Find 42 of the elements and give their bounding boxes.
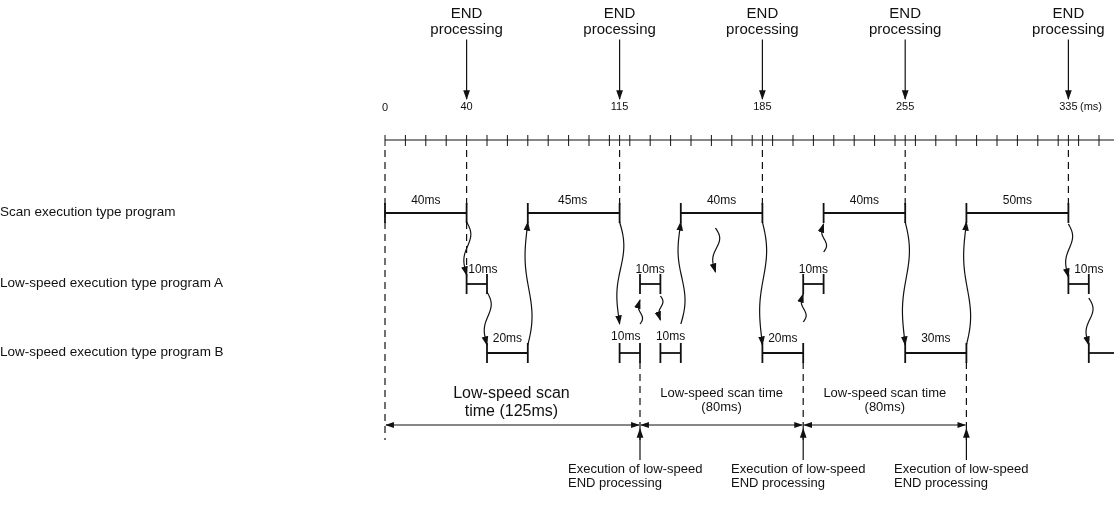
arrow [1065, 38, 1072, 100]
tick-label: 255 [890, 101, 921, 113]
row-label: Low-speed execution type program B [0, 345, 224, 360]
arrow [616, 38, 623, 100]
row-label: Low-speed execution type program A [0, 276, 223, 291]
end-processing-label: END processing [712, 5, 813, 37]
row-label: Scan execution type program [0, 205, 176, 220]
duration-label: 10ms [611, 330, 641, 344]
arrow [463, 38, 470, 100]
duration-label: 30ms [921, 332, 951, 346]
arrow [799, 428, 807, 461]
scan-time-label: Low-speed scan time (125ms) [452, 384, 571, 420]
tick-label: 40 [451, 101, 482, 113]
scan-time-label: Low-speed scan time (80ms) [822, 386, 948, 415]
tick-label: 0 [381, 101, 389, 114]
unit-label: (ms) [1080, 100, 1102, 113]
duration-label: 10ms [468, 263, 498, 277]
duration-label: 10ms [635, 263, 665, 277]
duration-label: 40ms [849, 194, 880, 208]
arrow [759, 38, 766, 100]
duration-label: 45ms [558, 194, 588, 208]
arrow [636, 428, 644, 461]
end-processing-label: END processing [416, 5, 517, 37]
execution-note: Execution of low-speed END processing [568, 462, 728, 490]
duration-label: 20ms [492, 332, 523, 346]
duration-label: 40ms [411, 194, 441, 208]
end-processing-label: END processing [1024, 5, 1113, 37]
tick-label: 185 [747, 101, 778, 113]
tick-label: 115 [604, 101, 635, 113]
duration-label: 10ms [798, 263, 829, 277]
end-processing-label: END processing [569, 5, 670, 37]
arrow [901, 38, 909, 100]
duration-label: 10ms [655, 330, 686, 344]
duration-label: 40ms [706, 194, 737, 208]
end-processing-label: END processing [855, 5, 956, 37]
execution-note: Execution of low-speed END processing [894, 462, 1054, 490]
duration-label: 50ms [1002, 194, 1033, 208]
arrow [963, 428, 970, 461]
duration-label: 20ms [768, 332, 798, 346]
scan-time-label: Low-speed scan time (80ms) [659, 386, 784, 415]
execution-note: Execution of low-speed END processing [731, 462, 891, 490]
duration-label: 10ms [1074, 263, 1104, 277]
